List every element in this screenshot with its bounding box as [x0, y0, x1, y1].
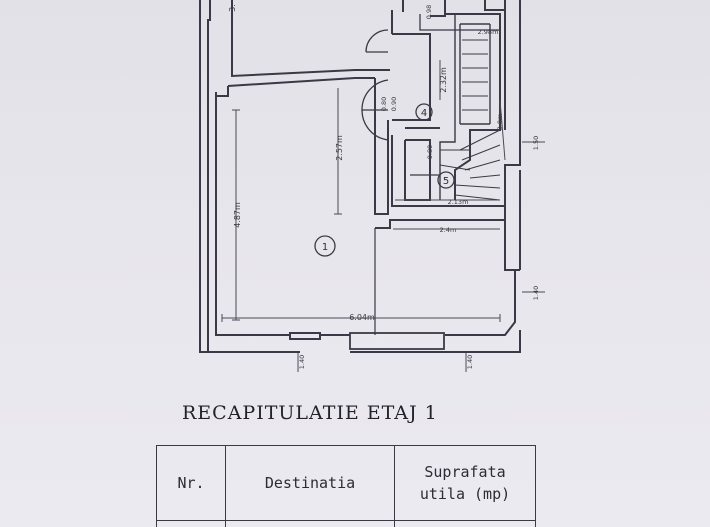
header-destinatia: Destinatia — [225, 445, 395, 521]
dim-top-corner: 0.98 — [425, 5, 433, 19]
dim-room5-door: 0.80 — [426, 145, 434, 159]
room-number-4: 4 — [421, 108, 427, 119]
table-cell — [394, 520, 536, 527]
dim-window-right-mid: 1.40 — [532, 286, 540, 300]
dim-room4-door: 0.80 — [380, 97, 388, 111]
room1-wall — [231, 0, 390, 78]
summary-title: RECAPITULATIE ETAJ 1 — [182, 402, 438, 424]
dim-room5-width: 2.13m — [448, 198, 469, 206]
dim-bottom-width: 2.4m — [440, 226, 457, 234]
table-row — [156, 520, 536, 527]
summary-table: Nr. Destinatia Suprafata utila (mp) — [156, 445, 536, 527]
stair-treads — [439, 39, 501, 201]
header-suprafata-line2: utila (mp) — [419, 485, 511, 503]
room-number-1: 1 — [322, 242, 328, 253]
header-nr: Nr. — [156, 445, 226, 521]
header-suprafata-line1: Suprafata — [424, 463, 506, 481]
room-marker-4: 4 — [415, 103, 433, 121]
dim-top-wall-left: 3. — [228, 4, 237, 12]
dim-window-bottom-left: 1.40 — [298, 355, 306, 369]
floor-plan: 3. 4.87m 2.57m 6.04m 2.32m 0.80 0.90 2.9… — [199, 0, 545, 372]
stair-outline — [445, 13, 501, 200]
room-marker-5: 5 — [437, 171, 455, 189]
dim-room4-closet: 0.90 — [390, 97, 398, 111]
dim-stair-depth: 3.0m — [496, 114, 504, 131]
dim-room1-depth: 4.87m — [233, 202, 242, 228]
table-cell — [225, 520, 395, 527]
dim-line-stairdepth — [499, 99, 506, 161]
door-swing-room4 — [361, 79, 389, 111]
right-wall — [374, 78, 389, 215]
dim-top-corridor: 2.98m — [478, 28, 499, 36]
dim-room1-width: 6.04m — [349, 313, 375, 322]
outer-wall-left — [207, 0, 211, 352]
dim-room1-inner: 2.57m — [335, 135, 344, 161]
table-cell — [156, 520, 226, 527]
dim-window-bottom-right: 1.40 — [466, 355, 474, 369]
room-number-5: 5 — [443, 176, 449, 187]
bottom-wall — [216, 270, 516, 336]
room-marker-1: 1 — [314, 235, 336, 257]
header-suprafata: Suprafata utila (mp) — [394, 445, 536, 521]
summary-table-header-row: Nr. Destinatia Suprafata utila (mp) — [156, 445, 536, 521]
dim-window-right-top: 1.50 — [532, 136, 540, 150]
dim-room4-depth: 2.32m — [439, 67, 448, 93]
door-swing-top — [365, 29, 389, 53]
